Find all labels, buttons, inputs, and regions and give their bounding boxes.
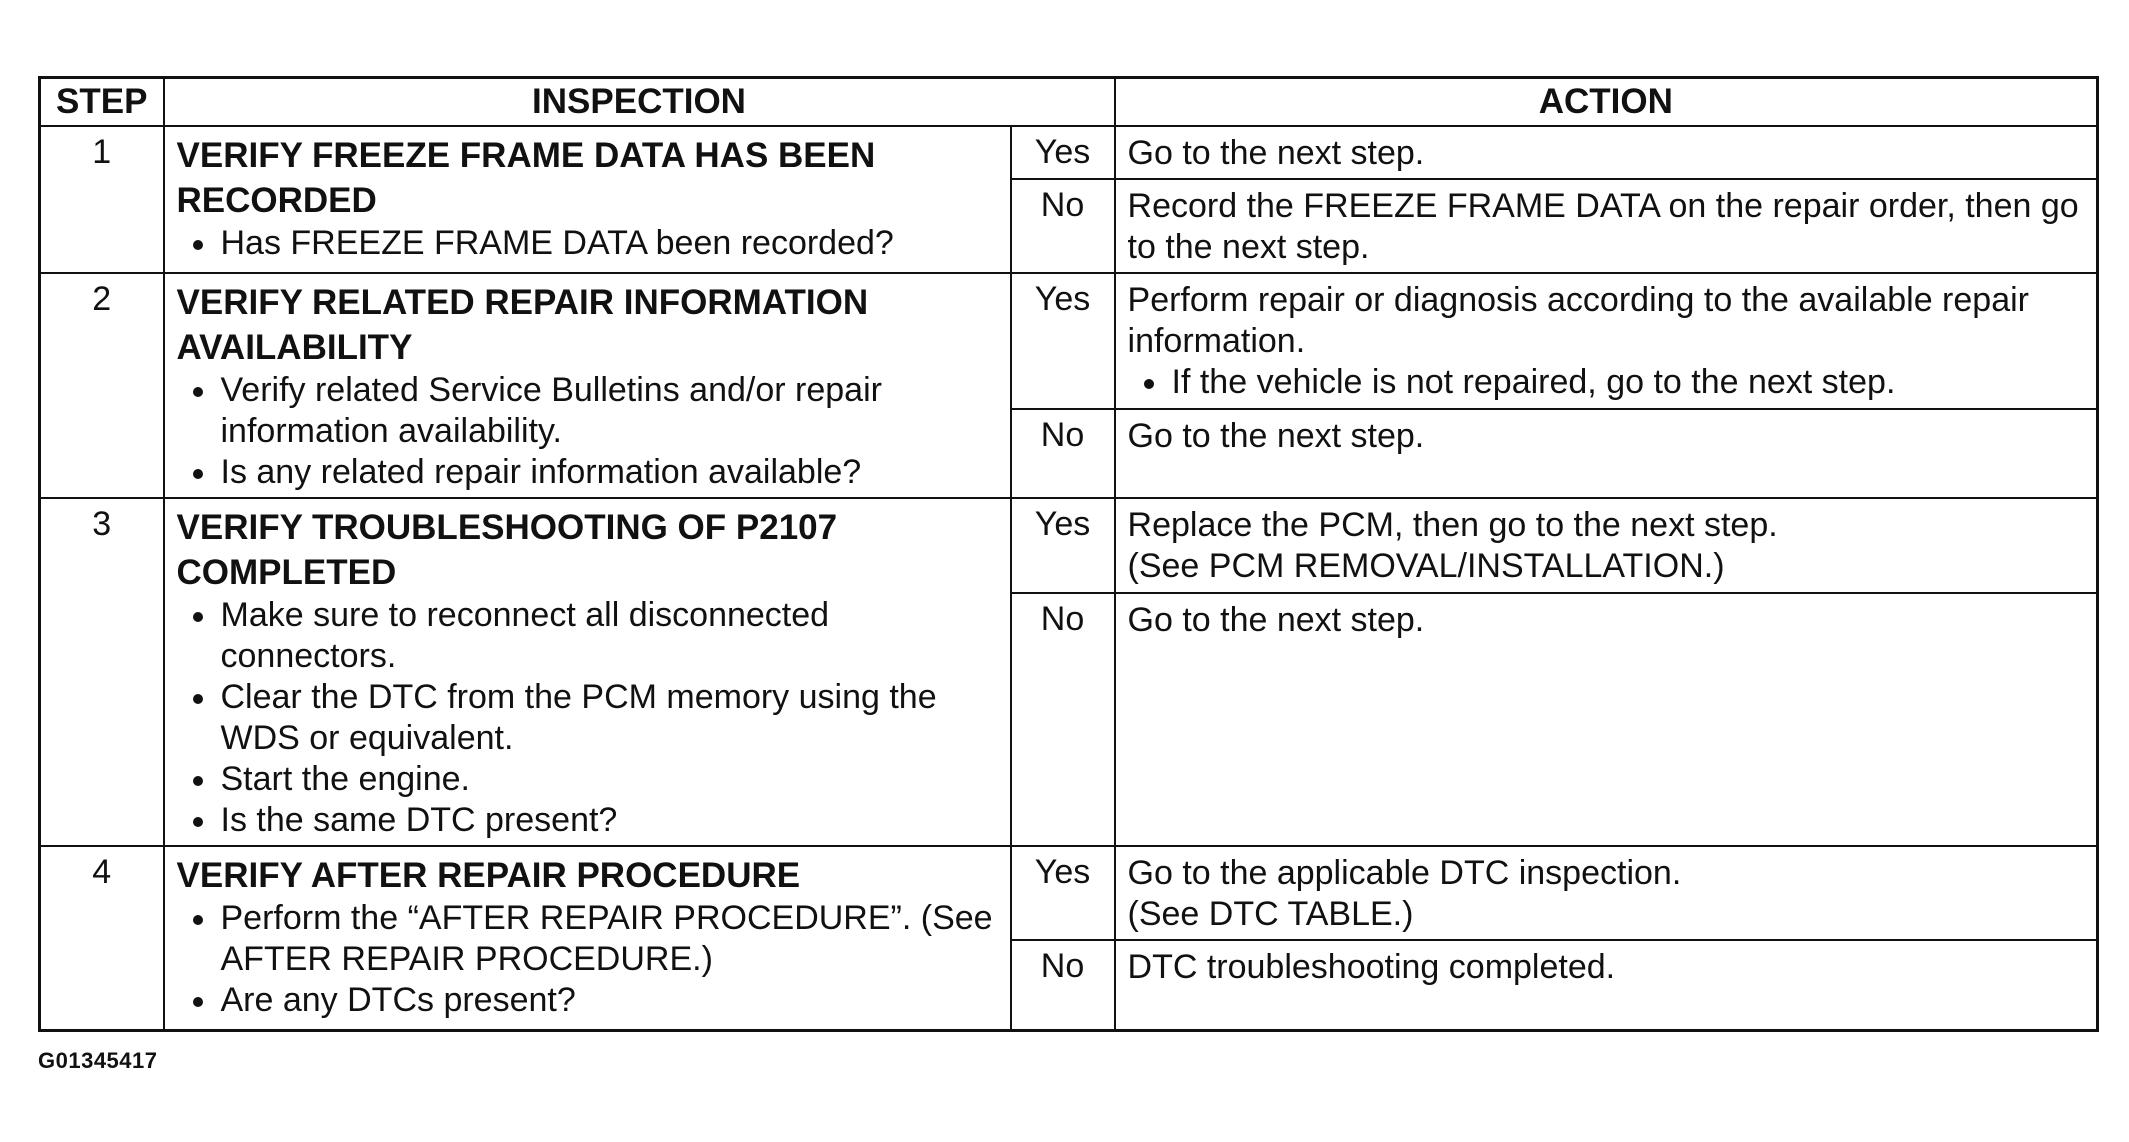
inspection-bullets: Verify related Service Bulletins and/or … [177, 370, 1000, 493]
inspection-cell: VERIFY TROUBLESHOOTING OF P2107 COMPLETE… [162, 497, 1012, 847]
list-item: Has FREEZE FRAME DATA been recorded? [177, 223, 1000, 264]
list-item: Start the engine. [177, 759, 1000, 800]
list-item: If the vehicle is not repaired, go to th… [1128, 362, 2087, 403]
yes-action-reference: (See DTC TABLE.) [1127, 895, 1414, 933]
step-number: 3 [38, 497, 165, 847]
no-action: Go to the next step. [1113, 591, 2099, 848]
yes-action: Go to the next step. [1113, 125, 2099, 180]
no-action: DTC troubleshooting completed. [1113, 939, 2099, 1031]
inspection-cell: VERIFY RELATED REPAIR INFORMATION AVAILA… [162, 272, 1012, 499]
yes-label: Yes [1009, 125, 1116, 180]
list-item: Is any related repair information availa… [177, 452, 1000, 493]
inspection-cell: VERIFY FREEZE FRAME DATA HAS BEEN RECORD… [162, 125, 1012, 274]
table-row: No Go to the next step. [40, 591, 2099, 848]
step-number: 4 [38, 845, 165, 1031]
diagnostic-procedure-table: STEP INSPECTION ACTION 1 VERIFY FREEZE F… [38, 76, 2100, 1032]
list-item: Make sure to reconnect all disconnected … [177, 595, 1000, 677]
yes-label: Yes [1009, 271, 1116, 411]
table-row: 4 VERIFY AFTER REPAIR PROCEDURE Perform … [38, 845, 2099, 1031]
list-item: Clear the DTC from the PCM memory using … [177, 677, 1000, 759]
yes-label: Yes [1009, 497, 1116, 594]
table-row: No Record the FREEZE FRAME DATA on the r… [40, 178, 2099, 274]
list-item: Verify related Service Bulletins and/or … [177, 370, 1000, 452]
table-row: No Go to the next step. [40, 408, 2099, 499]
diagnostic-table-container: STEP INSPECTION ACTION 1 VERIFY FREEZE F… [38, 76, 2100, 1032]
inspection-title: VERIFY AFTER REPAIR PROCEDURE [176, 856, 801, 895]
action-bullets: If the vehicle is not repaired, go to th… [1128, 362, 2087, 403]
inspection-title: VERIFY RELATED REPAIR INFORMATION AVAILA… [176, 283, 869, 367]
no-action: Record the FREEZE FRAME DATA on the repa… [1113, 178, 2099, 274]
yes-action: Replace the PCM, then go to the next ste… [1127, 506, 1778, 544]
step-number: 1 [38, 125, 165, 274]
inspection-bullets: Perform the “AFTER REPAIR PROCEDURE”. (S… [177, 898, 1000, 1021]
list-item: Perform the “AFTER REPAIR PROCEDURE”. (S… [177, 898, 1000, 980]
step-number: 2 [38, 272, 165, 499]
list-item: Are any DTCs present? [177, 980, 1000, 1021]
header-step: STEP [38, 76, 165, 127]
no-label: No [1009, 591, 1116, 848]
inspection-bullets: Has FREEZE FRAME DATA been recorded? [177, 223, 1000, 264]
header-inspection: INSPECTION [162, 76, 1116, 127]
figure-id-caption: G01345417 [38, 1048, 158, 1073]
no-action: Go to the next step. [1113, 408, 2099, 499]
no-label: No [1009, 408, 1116, 499]
inspection-title: VERIFY TROUBLESHOOTING OF P2107 COMPLETE… [176, 508, 838, 592]
inspection-bullets: Make sure to reconnect all disconnected … [177, 595, 1000, 841]
yes-action-cell: Replace the PCM, then go to the next ste… [1113, 497, 2099, 594]
table-row: 3 VERIFY TROUBLESHOOTING OF P2107 COMPLE… [38, 497, 2099, 847]
inspection-title: VERIFY FREEZE FRAME DATA HAS BEEN RECORD… [176, 136, 876, 220]
list-item: Is the same DTC present? [177, 800, 1000, 841]
yes-action-reference: (See PCM REMOVAL/INSTALLATION.) [1127, 547, 1725, 585]
table-row: 2 VERIFY RELATED REPAIR INFORMATION AVAI… [38, 271, 2099, 499]
yes-action-cell: Perform repair or diagnosis according to… [1113, 271, 2099, 411]
no-label: No [1009, 939, 1116, 1031]
inspection-cell: VERIFY AFTER REPAIR PROCEDURE Perform th… [162, 845, 1012, 1031]
no-label: No [1009, 178, 1116, 274]
yes-action: Perform repair or diagnosis according to… [1127, 281, 2029, 360]
yes-label: Yes [1009, 845, 1116, 941]
yes-action-cell: Go to the applicable DTC inspection. (Se… [1113, 845, 2099, 941]
yes-action: Go to the applicable DTC inspection. [1127, 854, 1682, 892]
table-row: 1 VERIFY FREEZE FRAME DATA HAS BEEN RECO… [38, 125, 2099, 274]
table-row: No DTC troubleshooting completed. [40, 939, 2099, 1031]
header-action: ACTION [1113, 76, 2099, 127]
table-header-row: STEP INSPECTION ACTION [38, 76, 2099, 127]
